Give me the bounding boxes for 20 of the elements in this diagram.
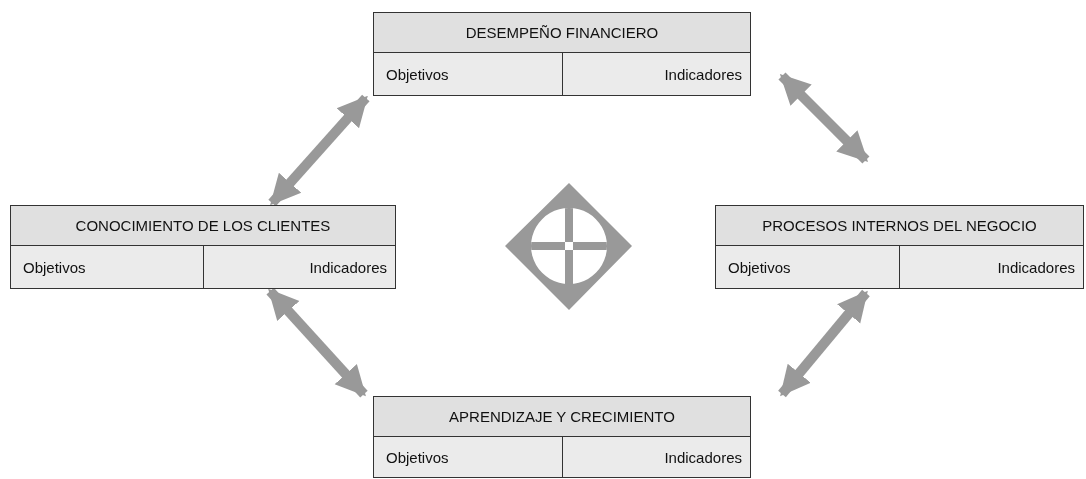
- double-headed-arrow: [268, 94, 370, 207]
- double-headed-arrow: [778, 289, 870, 398]
- table-cell: Indicadores: [562, 437, 750, 477]
- double-headed-arrow: [266, 287, 368, 398]
- table-header: CONOCIMIENTO DE LOS CLIENTES: [11, 206, 395, 246]
- perspective-table: [715, 205, 1084, 289]
- perspective-table: [373, 396, 751, 478]
- perspective-table: [373, 12, 751, 96]
- table-cell: Objetivos: [11, 246, 204, 288]
- double-headed-arrow: [778, 72, 870, 164]
- table-header: DESEMPEÑO FINANCIERO: [374, 13, 750, 53]
- table-cell: Indicadores: [562, 53, 750, 95]
- table-cell: Objetivos: [374, 53, 563, 95]
- perspective-table: [10, 205, 396, 289]
- table-cell: Indicadores: [900, 246, 1083, 288]
- table-header: PROCESOS INTERNOS DEL NEGOCIO: [716, 206, 1083, 246]
- table-cell: Objetivos: [374, 437, 563, 477]
- table-cell: Objetivos: [716, 246, 900, 288]
- table-header: APRENDIZAJE Y CRECIMIENTO: [374, 397, 750, 437]
- table-cell: Indicadores: [203, 246, 395, 288]
